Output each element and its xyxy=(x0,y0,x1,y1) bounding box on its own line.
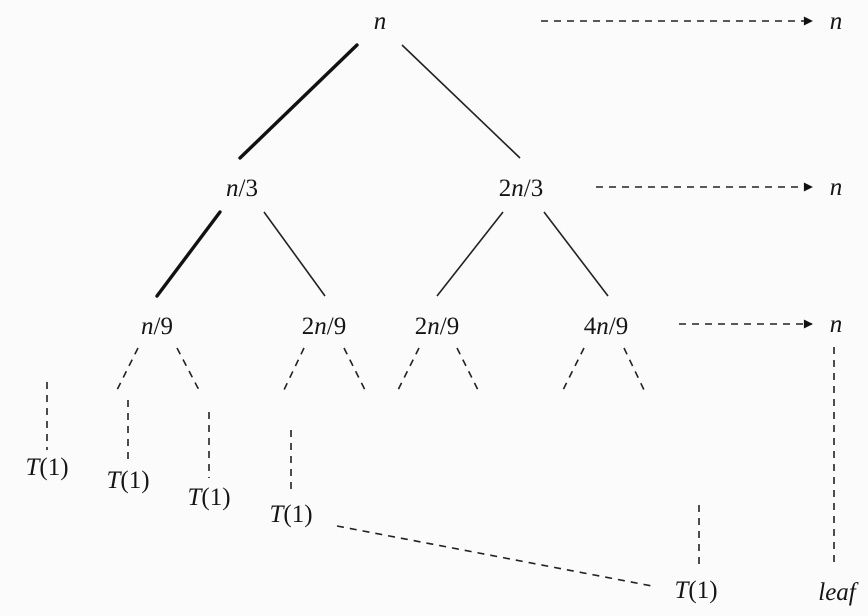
node-n-over-9: n/9 xyxy=(141,313,173,340)
leaf-t1-1: T(1) xyxy=(25,454,68,481)
edge-n3-to-n9 xyxy=(155,210,222,298)
stub-n9-right xyxy=(176,347,201,393)
leaf-span-line xyxy=(336,525,653,587)
node-2n-over-9-right: 2n/9 xyxy=(415,313,459,340)
cost-bottom-leaf: leaf xyxy=(818,579,859,606)
edge-root-to-n3 xyxy=(238,43,359,160)
edge-root-to-2n3 xyxy=(401,44,521,159)
cost-level2: n xyxy=(830,311,843,338)
leaf-t1-2: T(1) xyxy=(106,467,149,494)
stub-n9-left xyxy=(115,347,139,393)
stub-2n9b-right xyxy=(456,347,480,393)
stub-4n9-left xyxy=(561,347,585,393)
stub-2n9a-right xyxy=(343,347,367,393)
stub-2n9b-left xyxy=(396,347,420,393)
node-2n-over-9-left: 2n/9 xyxy=(302,313,346,340)
leaf-t1-4: T(1) xyxy=(269,501,312,528)
cost-level0: n xyxy=(830,8,843,35)
edge-2n3-to-2n9 xyxy=(436,211,504,297)
stub-2n9a-left xyxy=(282,347,305,393)
leaf-t1-3: T(1) xyxy=(187,484,230,511)
node-n-over-3: n/3 xyxy=(226,175,258,202)
edge-n3-to-2n9 xyxy=(263,211,326,297)
node-root: n xyxy=(374,8,387,35)
stub-4n9-right xyxy=(623,347,646,393)
edge-2n3-to-4n9 xyxy=(543,211,609,297)
cost-level1: n xyxy=(830,174,843,201)
leaf-t1-5: T(1) xyxy=(674,577,717,604)
node-4n-over-9: 4n/9 xyxy=(584,313,628,340)
node-2n-over-3: 2n/3 xyxy=(499,175,543,202)
